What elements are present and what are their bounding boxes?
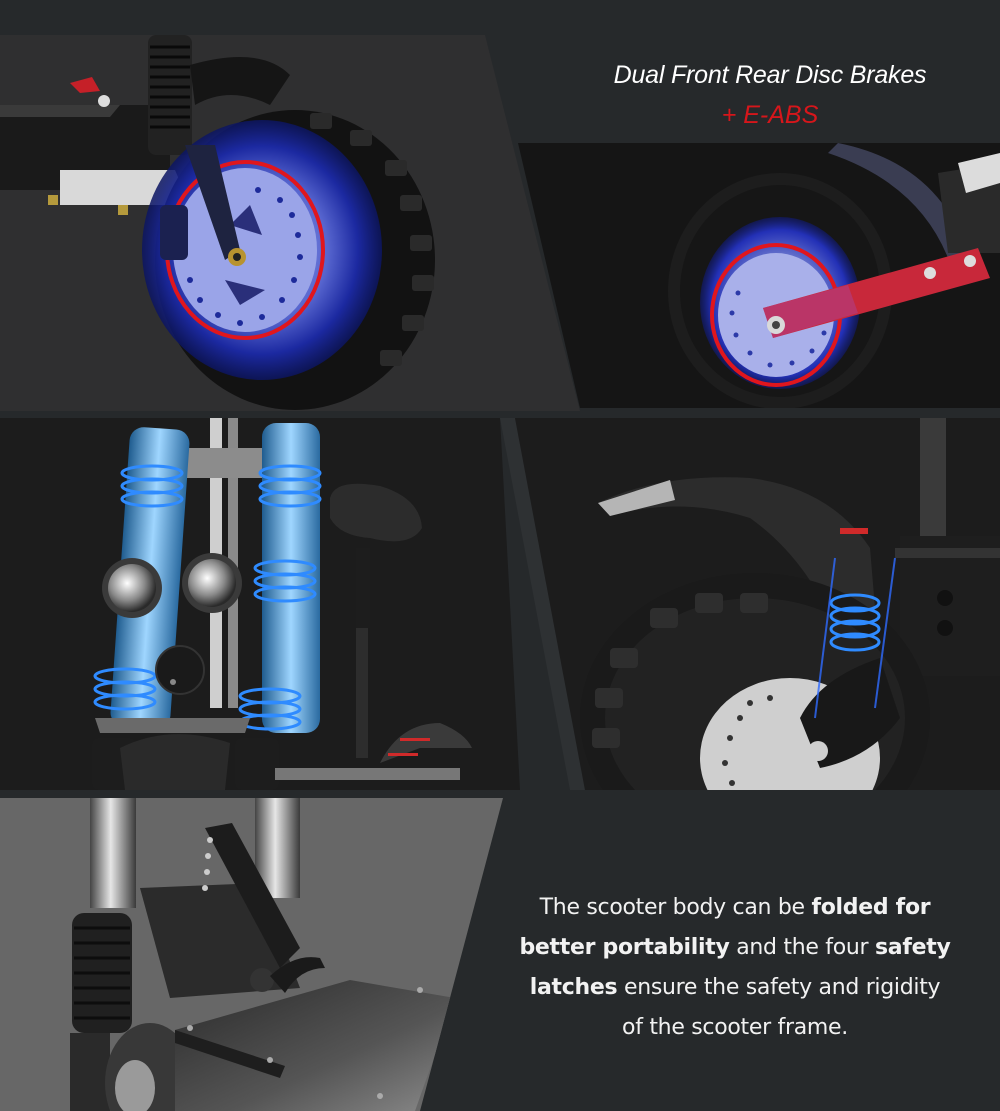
- feature-headline: Dual Front Rear Disc Brakes + E-ABS: [560, 58, 980, 132]
- front-wheel-illustration: [0, 35, 435, 410]
- folding-mechanism-image-panel: [0, 798, 503, 1111]
- description-line-3: latches ensure the safety and rigidity: [529, 975, 941, 1000]
- rear-suspension-image-panel: [515, 418, 1000, 790]
- description-line-1: The scooter body can be folded for: [539, 895, 931, 920]
- rear-brake-image-panel: [518, 143, 1000, 408]
- folding-description: The scooter body can be folded for bette…: [500, 888, 970, 1048]
- description-line-4: of the scooter frame.: [622, 1015, 848, 1040]
- front-suspension-image-panel: [0, 418, 520, 790]
- rear-suspension-illustration: [580, 418, 1000, 790]
- rear-wheel-illustration: [668, 143, 1000, 408]
- headline-title: Dual Front Rear Disc Brakes: [613, 61, 927, 89]
- description-line-2: better portability and the four safety: [519, 935, 951, 960]
- front-suspension-illustration: [92, 418, 472, 790]
- front-brake-image-panel: [0, 35, 580, 411]
- folding-latch-illustration: [70, 798, 455, 1111]
- diagonal-divider: [500, 418, 600, 790]
- headline-subtitle: + E-ABS: [721, 101, 819, 129]
